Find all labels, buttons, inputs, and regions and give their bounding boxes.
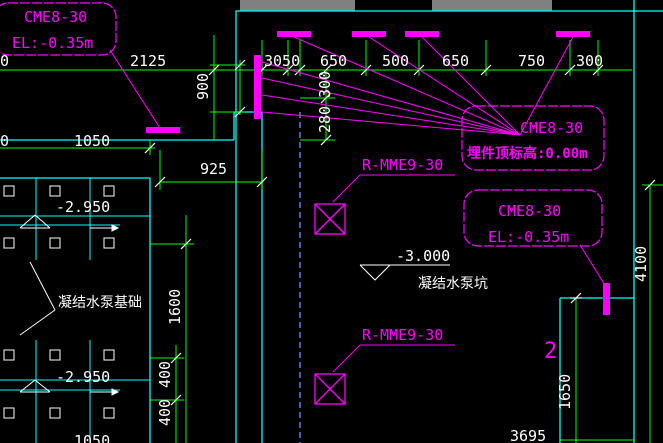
embed-box-upper [314, 203, 346, 235]
plate-top-3 [405, 31, 439, 37]
plate-left [146, 127, 180, 133]
dim-edge-0b: 0 [0, 132, 9, 150]
cloud-top-right [461, 105, 605, 171]
dim-650b: 650 [442, 52, 469, 70]
tag-clouds [0, 2, 605, 247]
dimension-ticks [144, 59, 656, 406]
tag-mme-lower: R-MME9-30 [362, 326, 443, 344]
dim-2125: 2125 [130, 52, 166, 70]
plate-top-1 [277, 31, 311, 37]
elev-lower-base: -2.950 [56, 368, 110, 386]
dim-3050: 3050 [264, 52, 300, 70]
dim-1650: 1650 [556, 374, 574, 410]
dim-900: 900 [194, 73, 212, 100]
dim-1050a: 1050 [74, 132, 110, 150]
label-pump-pit: 凝结水泵坑 [418, 276, 488, 292]
tag-top-right-elev: 埋件顶标高:0.00m [467, 145, 588, 162]
pump-base-upper [0, 178, 150, 260]
dim-280: 280 [316, 106, 334, 133]
pump-base-leaders [19, 261, 56, 336]
plate-top-4 [556, 31, 590, 37]
top-block-right [432, 0, 552, 11]
label-pump-base: 凝结水泵基础 [58, 294, 142, 311]
dim-3695: 3695 [510, 427, 546, 443]
cloud-right [463, 189, 603, 247]
leader-lines [109, 36, 609, 373]
dim-750: 750 [518, 52, 545, 70]
embedded-plates [146, 31, 610, 315]
tag-top-left-elev: EL:-0.35m [12, 34, 93, 52]
pump-base-lower [0, 340, 150, 443]
tag-top-right-code: CME8-30 [520, 119, 583, 137]
dim-4100: 4100 [632, 246, 650, 282]
dim-925: 925 [200, 160, 227, 178]
dim-1600: 1600 [166, 289, 184, 325]
plate-top-2 [352, 31, 386, 37]
dim-400b: 400 [156, 399, 174, 426]
tag-right-code: CME8-30 [498, 202, 561, 220]
small-arrows [90, 224, 582, 396]
plate-wall [254, 55, 261, 119]
elev-upper-base: -2.950 [56, 198, 110, 216]
top-block-left [240, 0, 355, 11]
tag-top-left-code: CME8-30 [24, 8, 87, 26]
dim-400a: 400 [156, 361, 174, 388]
tag-right-elev: EL:-0.35m [488, 228, 569, 246]
dim-1050b: 1050 [74, 432, 110, 443]
embed-box-lower [314, 373, 346, 405]
dim-500: 500 [382, 52, 409, 70]
dim-300a: 300 [576, 52, 603, 70]
label-grid-2: 2 [544, 339, 557, 364]
plate-right [603, 283, 610, 315]
tag-mme-upper: R-MME9-30 [362, 156, 443, 174]
dim-edge-0a: 0 [0, 52, 9, 70]
cloud-top-left [0, 2, 117, 56]
dim-650a: 650 [320, 52, 347, 70]
pit-elevation-marker [359, 264, 450, 281]
dim-300v: 300 [316, 71, 334, 98]
elev-pit: -3.000 [396, 247, 450, 265]
